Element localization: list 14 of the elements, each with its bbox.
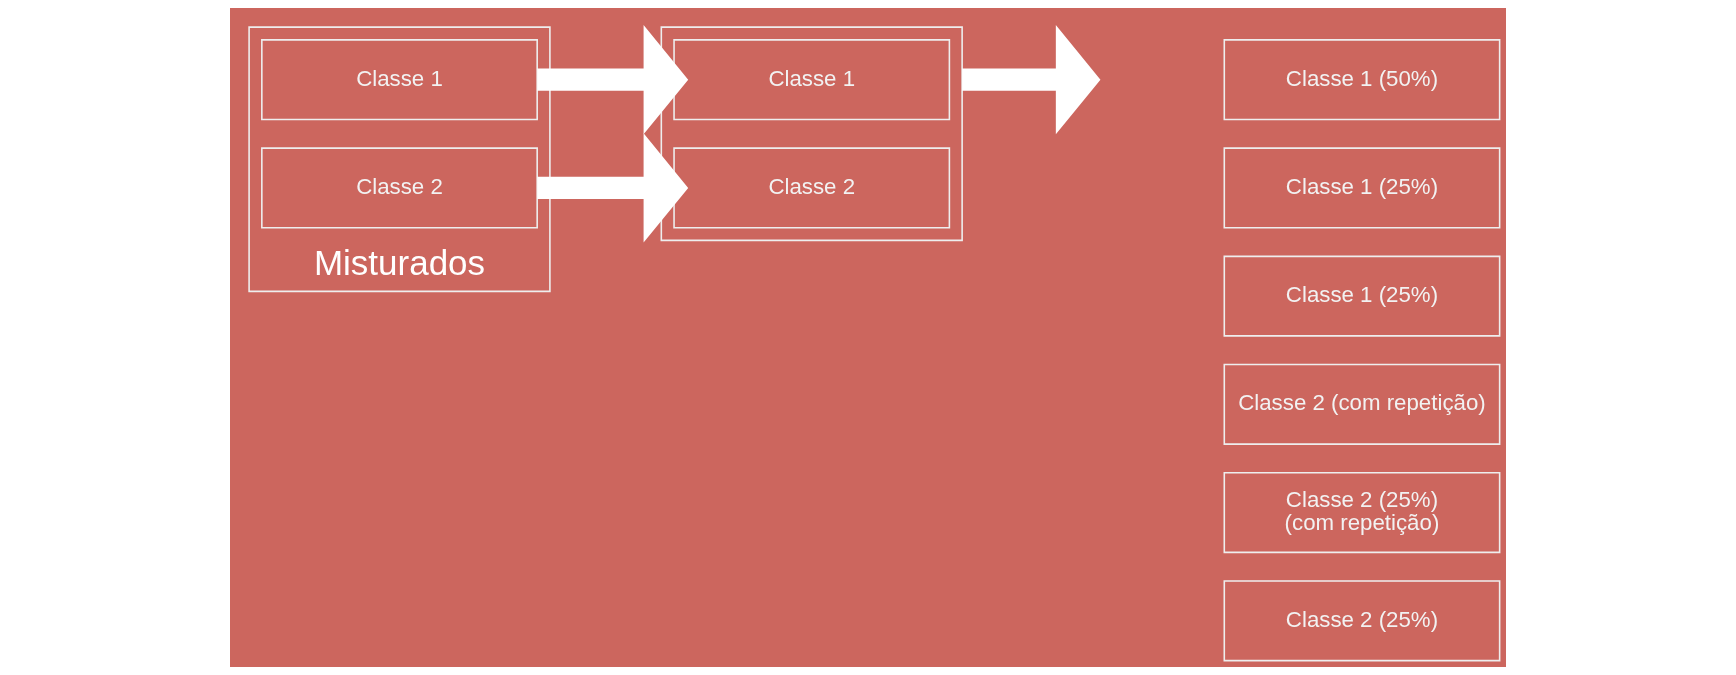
node-box: Classe 1 [261, 39, 538, 121]
arrow [537, 25, 689, 135]
cluster [660, 26, 963, 242]
node-box: Classe 2 [261, 147, 538, 229]
arrow [962, 25, 1101, 135]
arrow [537, 133, 689, 243]
node-box: Classe 2 [673, 147, 951, 229]
node-box: Classe 1 (25%) [1223, 255, 1501, 337]
node-box: Classe 2 (com repetição) [1223, 363, 1501, 445]
node-box: Classe 2 (25%) [1223, 580, 1501, 662]
node-box: Classe 1 [673, 39, 951, 121]
node-box: Classe 2 (25%) (com repetição) [1223, 472, 1501, 554]
node-box: Classe 1 (50%) [1223, 39, 1501, 121]
node-box: Classe 1 (25%) [1223, 147, 1501, 229]
